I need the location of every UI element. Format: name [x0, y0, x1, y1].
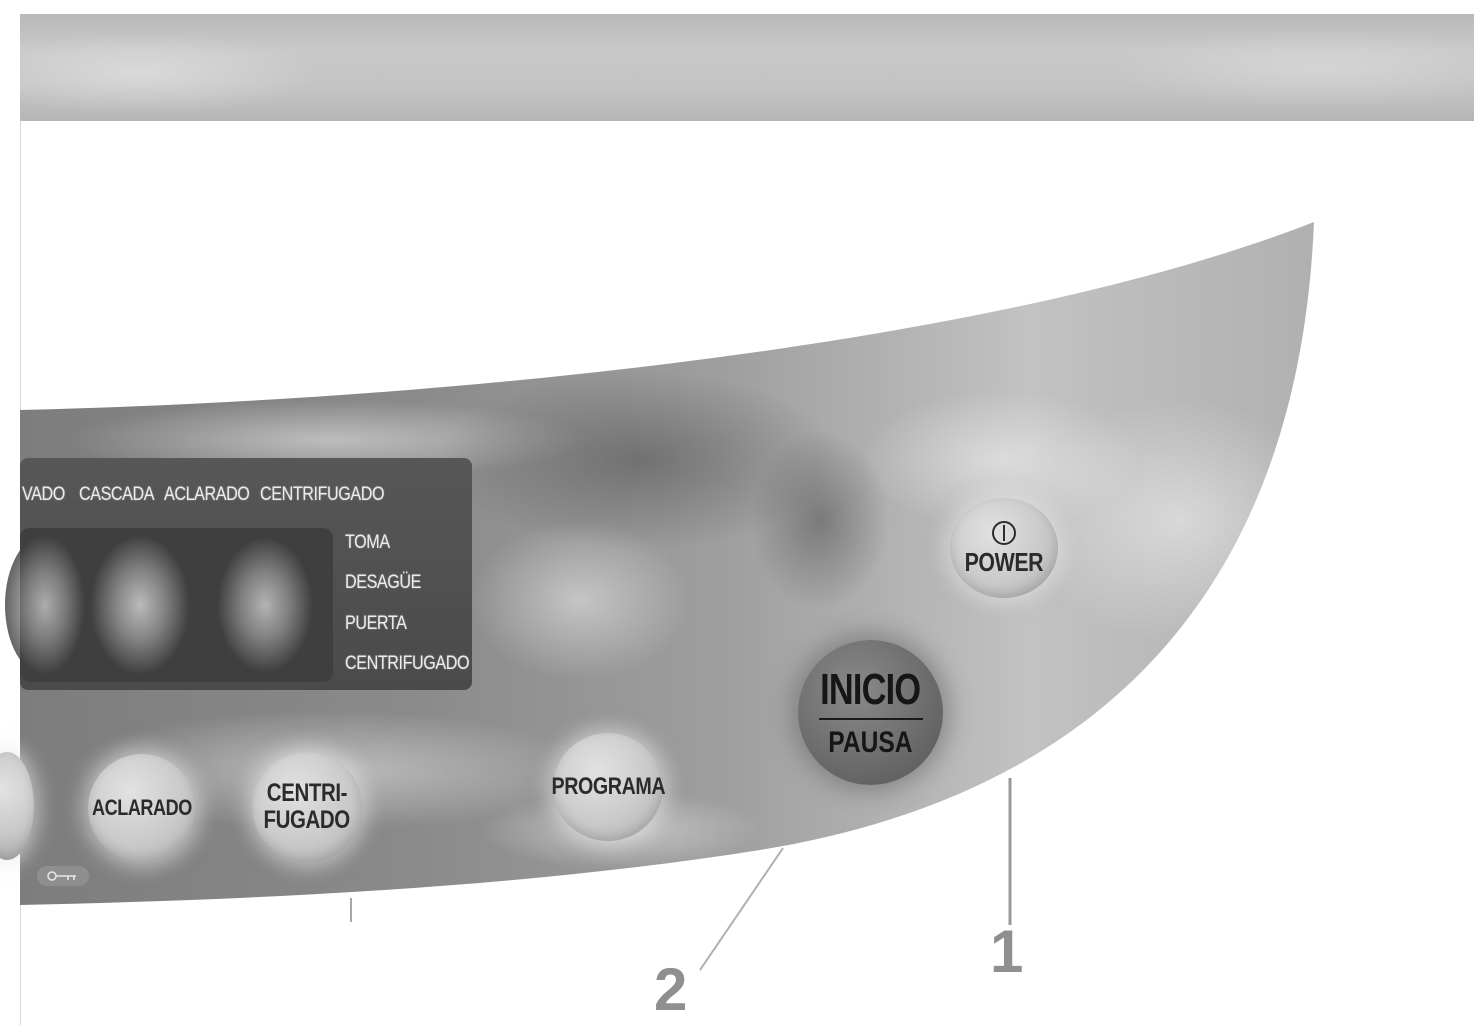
centrifugado-button[interactable]: CENTRI- FUGADO — [252, 752, 362, 862]
display-status-label: TOMA — [345, 532, 390, 553]
power-icon — [992, 520, 1016, 545]
centrifugado-button-label-line2: FUGADO — [263, 806, 351, 834]
inicio-separator — [818, 717, 923, 720]
callout-2-leader — [699, 847, 784, 971]
programa-button[interactable]: PROGRAMA — [551, 733, 665, 841]
inicio-pausa-button[interactable]: INICIO PAUSA — [798, 640, 943, 785]
digit-segment — [90, 535, 190, 675]
display-status-label: DESAGÜE — [345, 572, 422, 593]
display-cycle-label: ACLARADO — [164, 484, 250, 505]
power-button-label: POWER — [964, 546, 1044, 577]
display-status-label: PUERTA — [345, 613, 407, 634]
digit-segment — [5, 535, 85, 675]
display-cycle-label: CASCADA — [79, 484, 155, 505]
programa-button-label: PROGRAMA — [551, 772, 665, 800]
digit-segment — [217, 537, 313, 673]
aclarado-button-label: ACLARADO — [92, 794, 192, 820]
power-button[interactable]: POWER — [950, 498, 1058, 598]
child-lock-indicator — [37, 866, 89, 886]
display-cycle-label: CENTRIFUGADO — [260, 484, 385, 505]
aclarado-button[interactable]: ACLARADO — [88, 754, 196, 862]
display-cycle-label: VADO — [22, 484, 65, 505]
key-icon — [47, 871, 76, 881]
callout-number-1: 1 — [990, 918, 1024, 985]
display-status-label: CENTRIFUGADO — [345, 653, 470, 674]
callout-number-2: 2 — [654, 956, 688, 1023]
centrifugado-button-label-line1: CENTRI- — [266, 778, 348, 807]
pausa-label: PAUSA — [828, 725, 913, 759]
top-panel-band — [20, 14, 1474, 121]
inicio-label: INICIO — [820, 664, 921, 714]
